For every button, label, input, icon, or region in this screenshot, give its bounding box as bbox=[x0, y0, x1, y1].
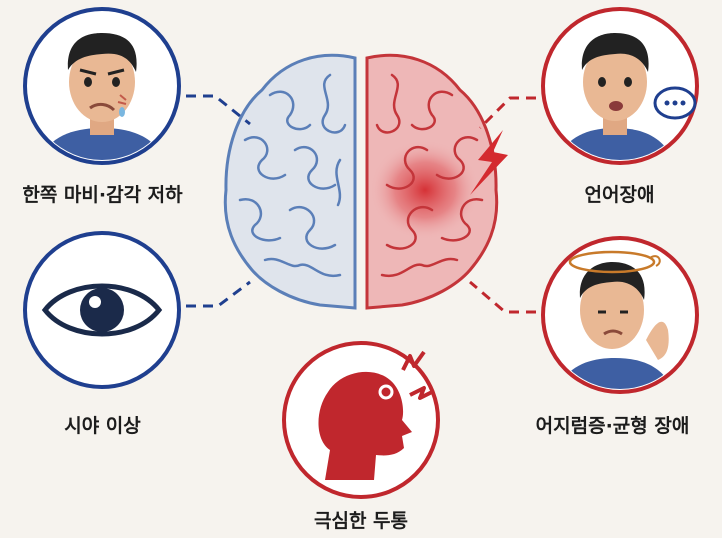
brain-illustration bbox=[223, 53, 508, 310]
label-vision: 시야 이상 bbox=[64, 415, 141, 437]
label-dizziness: 어지럼증·균형 장애 bbox=[535, 415, 690, 437]
hemorrhage-spot bbox=[370, 140, 480, 240]
label-hemiparesis: 한쪽 마비·감각 저하 bbox=[22, 184, 183, 206]
left-hemisphere bbox=[223, 53, 357, 310]
dizzy-man-icon bbox=[541, 236, 699, 394]
label-speech: 언어장애 bbox=[584, 184, 655, 206]
headache-head-icon bbox=[282, 341, 440, 499]
lightning-icon bbox=[470, 130, 508, 195]
eye-icon bbox=[23, 231, 181, 389]
connector-lines bbox=[186, 94, 536, 314]
speech-bubble-man-icon bbox=[541, 7, 699, 165]
numb-face-man-icon bbox=[23, 7, 181, 165]
label-headache: 극심한 두통 bbox=[313, 510, 408, 532]
